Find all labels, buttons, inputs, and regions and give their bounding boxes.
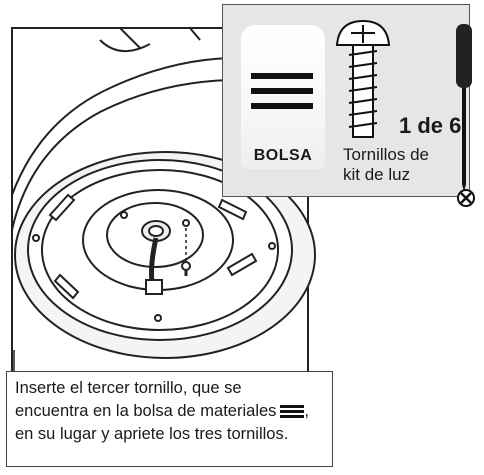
instruction-text-box: Inserte el tercer tornillo, que se encue… xyxy=(6,371,333,467)
screw-count: 1 de 6 xyxy=(399,113,462,138)
screw-caption-line1: Tornillos de xyxy=(343,145,429,164)
hardware-callout: BOLSA 1 de 6 Tornillos de kit de luz xyxy=(222,4,470,197)
screw-icon xyxy=(335,19,391,138)
bag-bars-icon xyxy=(251,73,313,115)
hardware-bag xyxy=(241,25,325,169)
instruction-line2: encuentra en la bolsa de materiales, xyxy=(15,400,324,423)
bag-bars-icon xyxy=(280,405,305,418)
phillips-head-icon xyxy=(457,189,475,207)
screwdriver-icon xyxy=(456,24,472,192)
instruction-line2-text: encuentra en la bolsa de materiales xyxy=(15,402,277,420)
instruction-line2-suffix: , xyxy=(304,402,310,420)
instruction-line3: en su lugar y apriete los tres tornillos… xyxy=(15,425,289,443)
screw-caption-line2: kit de luz xyxy=(343,165,411,184)
screw-caption: Tornillos de kit de luz xyxy=(343,145,453,185)
bag-label: BOLSA xyxy=(253,147,313,164)
instruction-line1: Inserte el tercer tornillo, que se xyxy=(15,379,242,397)
